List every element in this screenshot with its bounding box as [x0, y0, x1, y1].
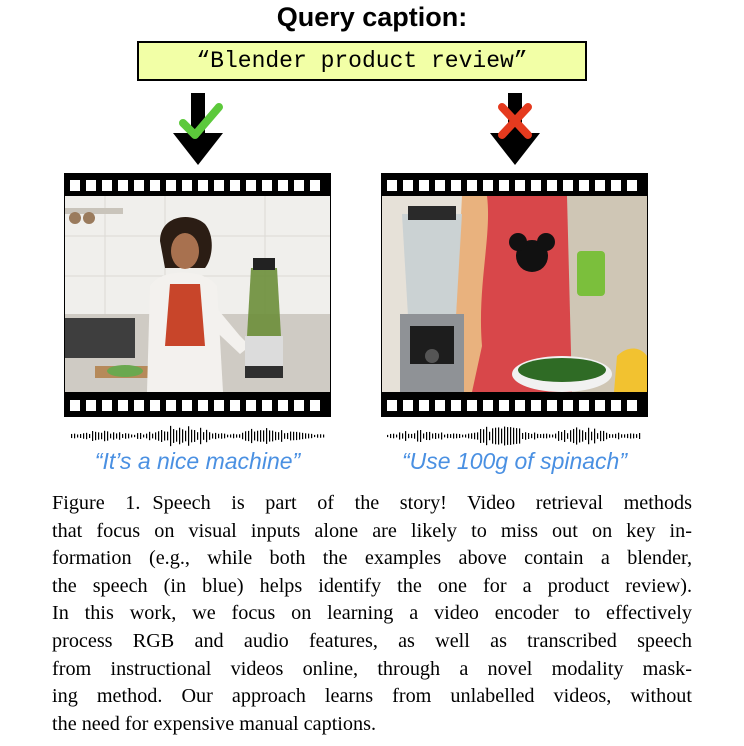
caption-line: Figure 1.Speech is part of the story! Vi…: [52, 492, 692, 514]
down-arrow-cross: [490, 93, 540, 165]
film-perforations: [70, 180, 320, 191]
query-caption-box: “Blender product review”: [137, 41, 587, 81]
video-frame-spinach-blender: [382, 196, 647, 392]
caption-line: In this work, we focus on learning a vid…: [52, 602, 692, 625]
query-caption-title: Query caption:: [276, 2, 468, 32]
audio-waveform-icon: [71, 425, 325, 447]
filmstrip-spinach-recipe: [381, 173, 648, 417]
down-arrow-check: [173, 93, 223, 165]
cross-icon: [498, 103, 532, 139]
speech-transcript-right: “Use 100g of spinach”: [401, 448, 627, 474]
video-frame-woman-blender: [65, 196, 330, 392]
caption-line: the need for expensive manual captions.: [52, 712, 377, 735]
caption-line: ing method. Our approach learns from unl…: [52, 685, 692, 708]
caption-line: process RGB and audio features, as well …: [52, 629, 692, 652]
caption-line: formation (e.g., while both the examples…: [52, 547, 692, 570]
figure-label: Figure 1.: [52, 492, 141, 514]
filmstrip-blender-review: [64, 173, 331, 417]
film-perforations: [387, 180, 637, 191]
audio-waveform-icon: [387, 426, 641, 446]
caption-line: that focus on visual inputs alone are li…: [52, 519, 692, 542]
film-perforations: [70, 400, 320, 411]
caption-line: from instructional videos online, throug…: [52, 657, 692, 680]
caption-line: the speech (in blue) helps identify the …: [52, 574, 692, 597]
speech-transcript-left: “It’s a nice machine”: [94, 448, 301, 474]
figure-caption: Figure 1.Speech is part of the story! Vi…: [52, 490, 692, 738]
check-icon: [179, 103, 223, 139]
film-perforations: [387, 400, 637, 411]
